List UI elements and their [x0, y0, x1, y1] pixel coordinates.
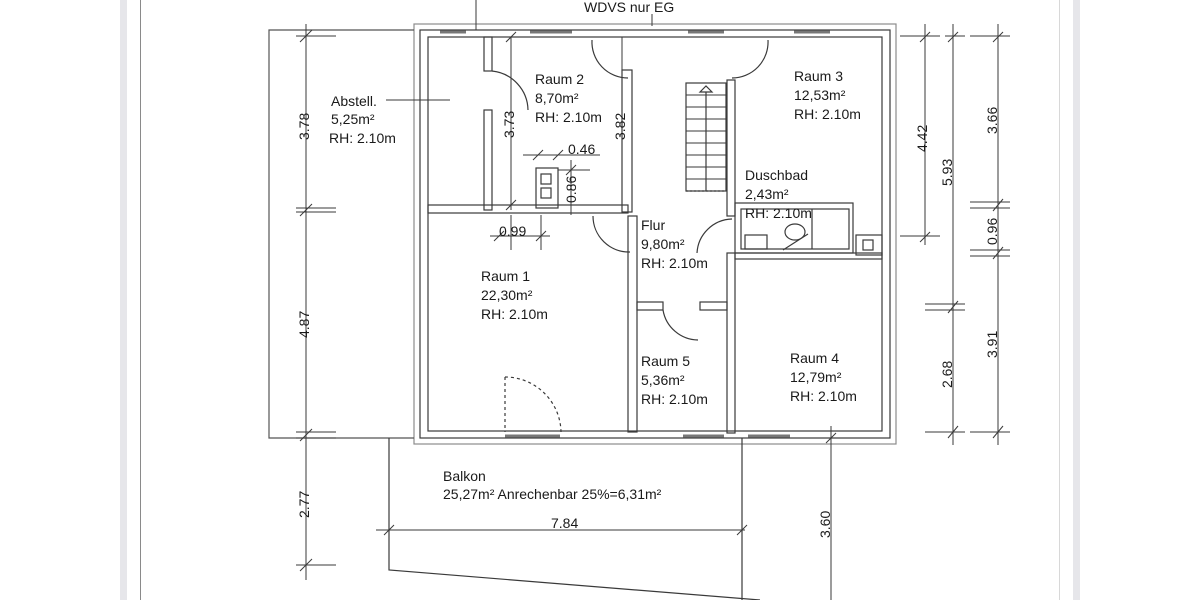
dim-right-f: 3.91	[984, 331, 1000, 358]
room-raum-1: Raum 1 22,30m² RH: 2.10m	[481, 268, 548, 322]
room-area: 8,70m²	[535, 90, 579, 106]
room-name: Raum 2	[535, 71, 584, 87]
dim-right-a: 4.42	[914, 125, 930, 152]
room-raum-3: Raum 3 12,53m² RH: 2.10m	[794, 68, 861, 122]
page-border-left	[140, 0, 141, 600]
page-edge-left	[120, 0, 127, 600]
dim-left-upper: 3.78	[296, 113, 312, 140]
dim-balcony-depth: 3.60	[817, 511, 833, 538]
balcony-area: 25,27m² Anrechenbar 25%=6,31m²	[443, 486, 662, 502]
room-name: Raum 3	[794, 68, 843, 84]
dim-right-d: 0.96	[984, 218, 1000, 245]
room-raum-5: Raum 5 5,36m² RH: 2.10m	[641, 353, 708, 407]
dim-raum2-bottom: 0.99	[499, 223, 526, 239]
dim-left-lower: 2.77	[296, 491, 312, 518]
dim-right-b: 5.93	[939, 159, 955, 186]
dim-right-c: 3.66	[984, 107, 1000, 134]
room-area: 22,30m²	[481, 287, 533, 303]
room-name: Raum 1	[481, 268, 530, 284]
outer-wall	[419, 29, 891, 439]
dim-shaft-height: 0.86	[563, 176, 579, 203]
room-abstell: Abstell. 5,25m² RH: 2.10m	[329, 93, 396, 146]
room-height: RH: 2.10m	[641, 255, 708, 271]
room-height: RH: 2.10m	[329, 130, 396, 146]
page-edge-right	[1073, 0, 1080, 600]
room-name: Raum 5	[641, 353, 690, 369]
inner-wall	[427, 36, 883, 432]
outer-insulation-outline	[413, 23, 897, 445]
room-area: 2,43m²	[745, 186, 789, 202]
dim-balcony-width: 7.84	[551, 515, 578, 531]
room-area: 5,36m²	[641, 372, 685, 388]
room-raum-4: Raum 4 12,79m² RH: 2.10m	[790, 350, 857, 404]
room-area: 12,79m²	[790, 369, 842, 385]
room-height: RH: 2.10m	[641, 391, 708, 407]
wdvs-note: WDVS nur EG	[584, 0, 674, 15]
balcony-name: Balkon	[443, 468, 486, 484]
room-duschbad: Duschbad 2,43m² RH: 2.10m	[745, 167, 812, 221]
dim-right-e: 2.68	[939, 361, 955, 388]
room-height: RH: 2.10m	[535, 109, 602, 125]
dim-raum2-right: 3.82	[612, 113, 628, 140]
dim-raum2-left: 3.73	[501, 111, 517, 138]
room-flur: Flur 9,80m² RH: 2.10m	[641, 217, 708, 271]
room-height: RH: 2.10m	[794, 106, 861, 122]
room-area: 12,53m²	[794, 87, 846, 103]
dim-shaft-width: 0.46	[568, 141, 595, 157]
dim-left-middle: 4.87	[296, 311, 312, 338]
room-name: Duschbad	[745, 167, 808, 183]
abstell-outline	[268, 29, 414, 439]
room-area: 5,25m²	[331, 111, 375, 127]
room-area: 9,80m²	[641, 236, 685, 252]
room-raum-2: Raum 2 8,70m² RH: 2.10m	[535, 71, 602, 125]
room-name: Flur	[641, 217, 665, 233]
balcony: Balkon 25,27m² Anrechenbar 25%=6,31m²	[443, 468, 662, 502]
room-height: RH: 2.10m	[481, 306, 548, 322]
room-name: Raum 4	[790, 350, 839, 366]
room-height: RH: 2.10m	[745, 205, 812, 221]
room-name: Abstell.	[331, 93, 377, 109]
room-height: RH: 2.10m	[790, 388, 857, 404]
page-border-right	[1059, 0, 1060, 600]
